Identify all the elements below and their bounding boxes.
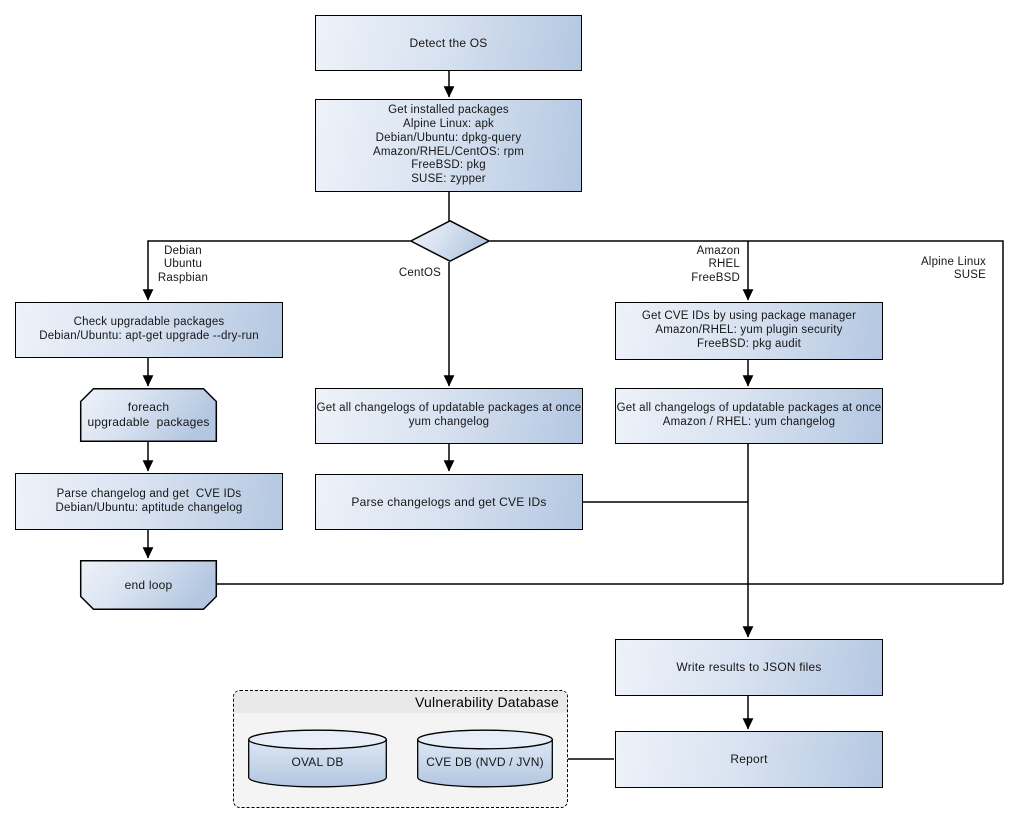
connectors [142,71,1004,760]
node-line: Get installed packages [388,104,509,117]
node-label: Detect the OS [409,35,488,50]
node-parse-changelogs-centos: Parse changelogs and get CVE IDs [315,474,583,530]
node-label: Report [730,752,768,766]
branch-label-line: Raspbian [157,271,209,284]
node-line: SUSE: zypper [411,173,486,186]
node-line: yum changelog [408,416,490,428]
branch-label-debian: Debian Ubuntu Raspbian [150,245,216,285]
node-detect-os: Detect the OS [315,15,582,71]
node-line: Get all changelogs of updatable packages… [316,402,582,415]
node-label: Write results to JSON files [676,660,822,674]
node-check-upgradable-packages: Check upgradable packages Debian/Ubuntu:… [15,302,283,358]
node-line: Parse changelog and get CVE IDs [56,487,242,500]
node-get-installed-packages: Get installed packages Alpine Linux: apk… [315,99,582,192]
node-line: Debian/Ubuntu: apt-get upgrade --dry-run [39,330,259,342]
branch-label-line: RHEL [708,258,740,271]
branch-label-line: Amazon [696,245,740,257]
node-line: Debian/Ubuntu: dpkg-query [375,131,522,144]
node-line: Get CVE IDs by using package manager [641,310,857,323]
decision-diamond [409,219,491,263]
oval-db-cylinder [248,729,387,788]
node-line: Amazon/RHEL: yum plugin security [655,324,843,337]
edge-decision-to-alpine [490,240,1004,584]
node-line: Get all changelogs of updatable packages… [616,402,882,415]
end-loop-shape [79,559,218,611]
node-write-results-json: Write results to JSON files [615,639,883,696]
node-line: FreeBSD: pkg [411,159,486,172]
branch-label-line: CentOS [398,267,441,279]
branch-label-line: Ubuntu [163,258,203,271]
edge-decision-to-debian [142,240,410,301]
node-get-changelogs-centos: Get all changelogs of updatable packages… [315,388,583,444]
branch-label-line: SUSE [953,269,986,282]
foreach-loop-shape [79,387,218,443]
node-line: Alpine Linux: apk [403,117,494,130]
cve-db-cylinder [417,729,553,788]
branch-label-line: Debian [164,245,202,257]
node-line: FreeBSD: pkg audit [697,337,801,350]
branch-label-line: Alpine Linux [920,256,986,268]
vulnerability-database-title: Vulnerability Database [234,691,567,713]
node-parse-changelog-debian: Parse changelog and get CVE IDs Debian/U… [15,473,283,530]
node-line: Amazon/RHEL/CentOS: rpm [373,145,524,158]
node-line: Amazon / RHEL: yum changelog [662,416,836,428]
node-line: Debian/Ubuntu: aptitude changelog [55,501,243,514]
node-get-cve-ids-package-manager: Get CVE IDs by using package manager Ama… [615,302,883,360]
branch-label-amazon: Amazon RHEL FreeBSD [669,245,740,285]
node-report: Report [615,731,883,788]
node-label: Parse changelogs and get CVE IDs [351,494,547,509]
branch-label-alpine: Alpine Linux SUSE [895,256,986,283]
node-get-changelogs-amazon: Get all changelogs of updatable packages… [615,388,883,444]
branch-label-line: FreeBSD [691,271,740,284]
branch-label-centos: CentOS [383,267,441,280]
node-line: Check upgradable packages [73,316,225,329]
